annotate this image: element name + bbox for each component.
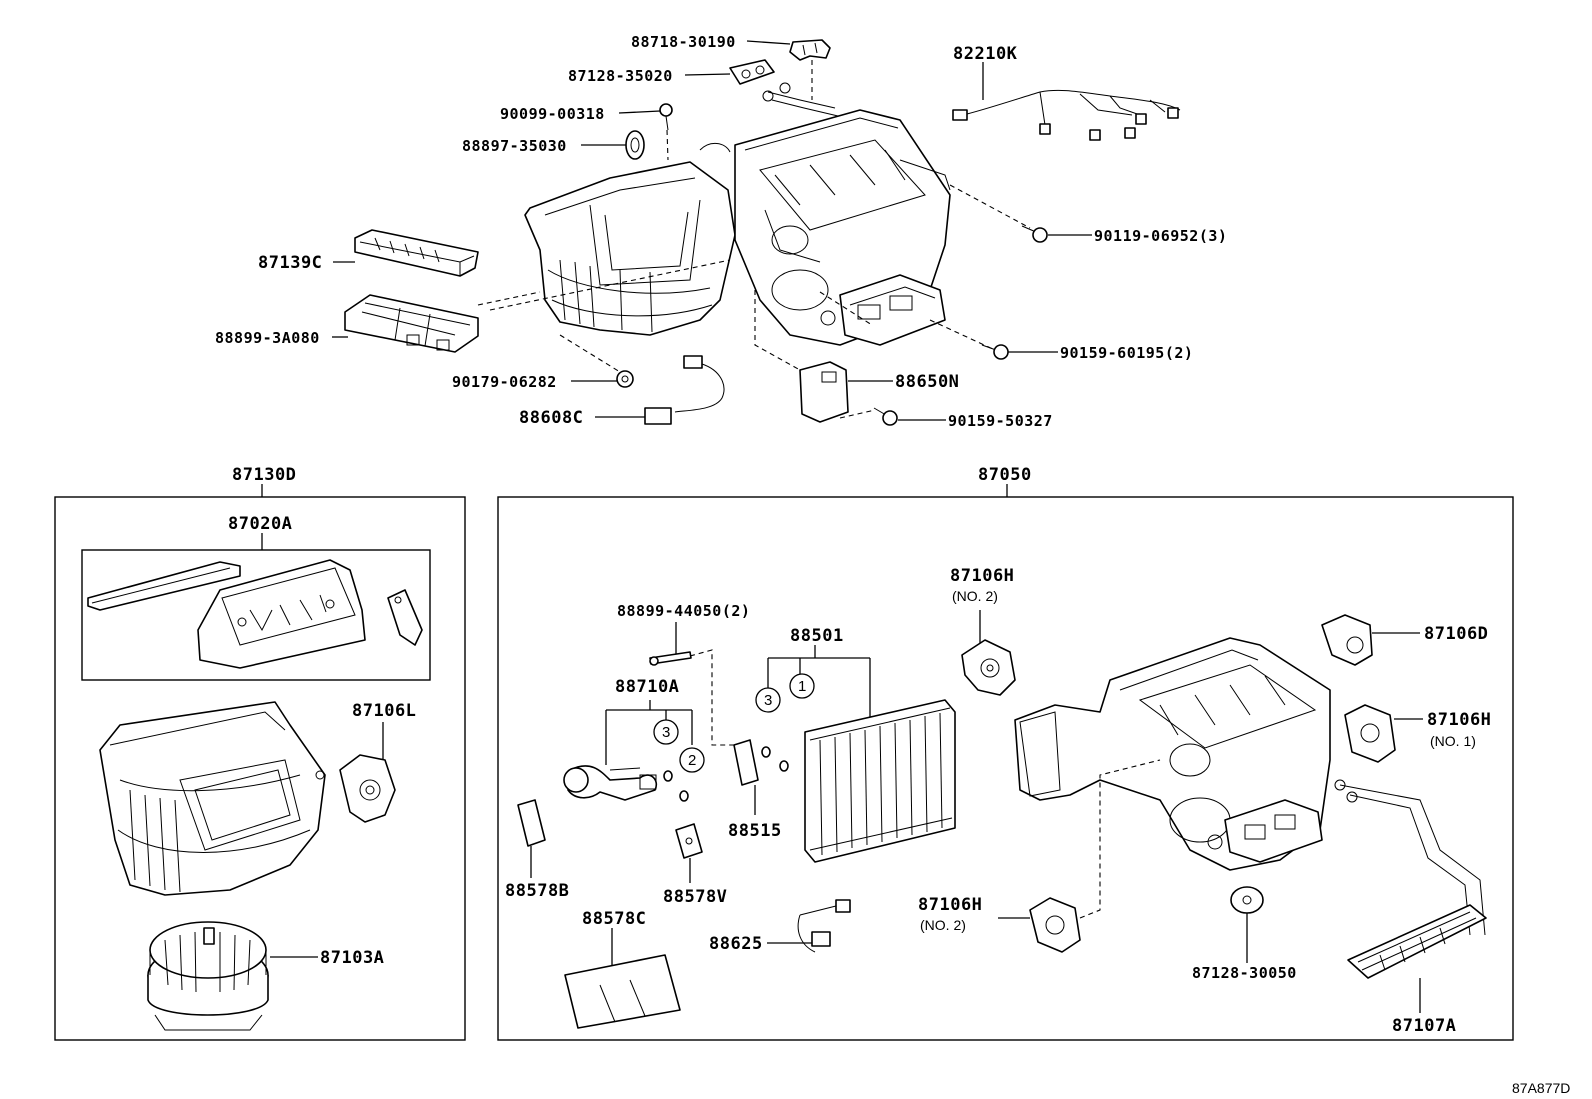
label-90119-06952: 90119-06952(3) — [1094, 227, 1227, 245]
label-87130D: 87130D — [232, 465, 296, 485]
label-87020A: 87020A — [228, 514, 292, 534]
label-88710A: 88710A — [615, 677, 679, 697]
harness-82210K-drawing — [952, 89, 1181, 141]
actuator-87106L-drawing — [339, 754, 396, 823]
label-88899-44050: 88899-44050(2) — [617, 602, 750, 620]
actuator-87106H-no1-drawing — [1344, 704, 1423, 763]
label-87139C: 87139C — [258, 253, 322, 273]
label-87106D: 87106D — [1424, 624, 1488, 644]
callout-3-pipe: 3 — [662, 724, 670, 741]
insulator-88578C-drawing — [564, 928, 681, 1029]
nut-90179-06282-drawing — [616, 370, 634, 388]
actuator-87106H-no2-lower-drawing — [998, 759, 1161, 953]
label-87106H-no1: 87106H — [1427, 710, 1491, 730]
label-82210K: 82210K — [953, 44, 1018, 64]
label-90099-00318: 90099-00318 — [500, 105, 605, 123]
evaporator-88501-drawing — [767, 645, 956, 863]
top-leader-lines — [332, 40, 1092, 421]
left-leader-lines — [270, 722, 384, 958]
note-no2-upper: (NO. 2) — [952, 588, 998, 604]
insulator-88578B-drawing — [517, 799, 546, 878]
label-88501: 88501 — [790, 626, 844, 646]
label-90159-60195: 90159-60195(2) — [1060, 344, 1193, 362]
label-88578B: 88578B — [505, 881, 569, 901]
label-90179-06282: 90179-06282 — [452, 373, 557, 391]
insulator-88578V-drawing — [675, 823, 703, 883]
label-90159-50327: 90159-50327 — [948, 412, 1053, 430]
expansion-valve-88515-drawing — [733, 739, 759, 815]
blower-case-box — [81, 549, 431, 681]
label-87128-35020: 87128-35020 — [568, 67, 673, 85]
label-88718-30190: 88718-30190 — [631, 33, 736, 51]
label-88650N: 88650N — [895, 372, 959, 392]
filter-frame-88899-3A080-drawing — [344, 294, 479, 353]
label-87107A: 87107A — [1392, 1016, 1456, 1036]
callout-2-pipe: 2 — [688, 752, 696, 769]
screw-90159-50327-drawing — [873, 407, 898, 426]
label-88608C: 88608C — [519, 408, 583, 428]
heater-core-87107A-drawing — [1334, 779, 1487, 1013]
clamp-88718-30190-drawing — [789, 39, 831, 61]
label-87128-30050: 87128-30050 — [1192, 964, 1297, 982]
callout-1-evap: 1 — [798, 678, 806, 695]
filter-87139C-drawing — [354, 229, 479, 277]
label-88625: 88625 — [709, 934, 763, 954]
top-assembly-drawing — [524, 82, 951, 346]
label-88897-35030: 88897-35030 — [462, 137, 567, 155]
label-88899-3A080: 88899-3A080 — [215, 329, 320, 347]
label-87103A: 87103A — [320, 948, 384, 968]
actuator-87106D-drawing — [1321, 614, 1420, 666]
sensor-88625-drawing — [767, 899, 851, 953]
note-no2-lower: (NO. 2) — [920, 917, 966, 933]
amplifier-88650N-drawing — [799, 361, 849, 423]
label-88578C: 88578C — [582, 909, 646, 929]
pipe-88710A-drawing — [563, 700, 693, 801]
screw-90099-00318-drawing — [659, 103, 673, 131]
label-87050: 87050 — [978, 465, 1032, 485]
part-labels: 88718-30190 82210K 87128-35020 90099-003… — [215, 33, 1570, 1096]
bolt-88899-44050-drawing — [649, 622, 740, 746]
diagram-reference-code: 87A877D — [1512, 1080, 1570, 1096]
grommet-87128-30050-drawing — [1230, 886, 1264, 963]
sensor-88608C-drawing — [644, 355, 725, 425]
label-88578V: 88578V — [663, 887, 727, 907]
grommet-87128-35020-drawing — [729, 59, 775, 85]
blower-case-87020A-drawing — [87, 559, 423, 669]
seal-88897-35030-drawing — [625, 130, 645, 160]
heater-case-drawing — [1014, 637, 1331, 871]
blower-case-lower-drawing — [99, 701, 326, 896]
screw-90119-06952-drawing — [1021, 225, 1048, 243]
callout-3-evap: 3 — [764, 692, 772, 709]
label-87106H-no2-upper: 87106H — [950, 566, 1014, 586]
screw-90159-60195-drawing — [981, 344, 1009, 360]
heater-assembly-box — [497, 496, 1514, 1041]
blower-motor-87103A-drawing — [147, 921, 269, 1031]
label-87106L: 87106L — [352, 701, 416, 721]
label-87106H-no2-lower: 87106H — [918, 895, 982, 915]
note-no1: (NO. 1) — [1430, 733, 1476, 749]
actuator-87106H-no2-upper-drawing — [961, 610, 1016, 696]
label-88515: 88515 — [728, 821, 782, 841]
blower-assembly-box — [54, 496, 466, 1041]
